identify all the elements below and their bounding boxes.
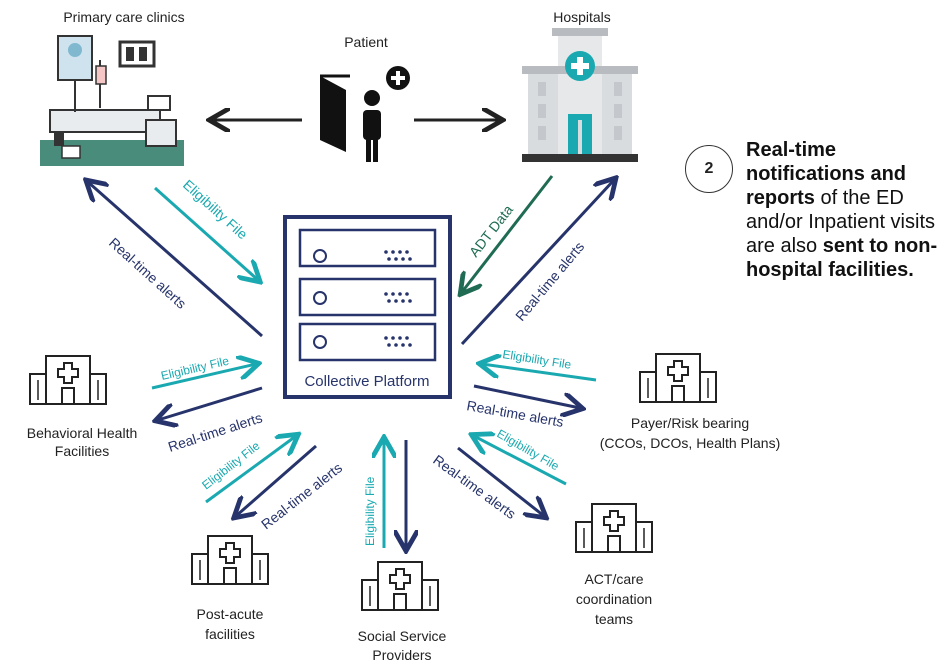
social-label-1: Social Service (358, 628, 447, 644)
payer-eligibility-arrow (482, 364, 597, 382)
payer-alerts-arrow (473, 384, 580, 408)
payer-label-1: Payer/Risk bearing (631, 415, 749, 431)
post-acute-label-2: facilities (205, 626, 255, 642)
behavioral-alerts-arrow (158, 386, 263, 420)
hospital-building-icon (522, 28, 638, 162)
facility-building-icon (361, 561, 439, 611)
clinic-eligibility-label: Eligibility File (180, 176, 251, 242)
platform-label: Collective Platform (304, 373, 429, 390)
post-acute-eligibility-arrow (205, 436, 296, 504)
patient-label: Patient (344, 34, 388, 50)
behavioral-label-2: Facilities (55, 443, 109, 459)
act-eligibility-arrow (474, 436, 567, 486)
callout-bold-1: Real-time notifications and reports (746, 139, 906, 209)
facility-building-icon (191, 535, 269, 585)
facility-building-icon (639, 353, 717, 403)
hospital-adt-arrow (462, 175, 554, 292)
patient-door-icon (320, 66, 410, 162)
social-label-2: Providers (372, 647, 431, 663)
act-label-3: teams (595, 611, 633, 627)
social-eligibility-label: Eligibility File (363, 476, 377, 546)
behavioral-label-1: Behavioral Health (27, 425, 138, 441)
act-alerts-arrow (457, 446, 544, 516)
server-rack-icon: Collective Platform (283, 215, 452, 399)
post-acute-alerts-arrow (236, 444, 317, 516)
hospitals-label: Hospitals (553, 9, 611, 25)
act-label-2: coordination (576, 591, 652, 607)
post-acute-alerts-label: Real-time alerts (258, 459, 345, 532)
callout-plain: of the ED and/or Inpatient visits are al… (746, 187, 935, 257)
hospital-alerts-arrow (460, 180, 614, 346)
callout-bold-2: sent to non-hospital facilities. (746, 235, 938, 281)
facility-building-icon (575, 503, 653, 553)
clinic-eligibility-arrow (154, 186, 258, 280)
post-acute-label-1: Post-acute (197, 606, 264, 622)
act-label-1: ACT/care (584, 571, 643, 587)
clinic-illustration-icon (40, 35, 184, 166)
payer-label-2: (CCOs, DCOs, Health Plans) (600, 435, 780, 451)
clinic-alerts-label: Real-time alerts (106, 234, 190, 311)
primary-care-label: Primary care clinics (63, 9, 184, 25)
callout-text: Real-time notifications and reports of t… (746, 138, 942, 282)
facility-building-icon (29, 355, 107, 405)
clinic-alerts-arrow (88, 182, 263, 338)
step-badge: 2 (685, 145, 733, 193)
behavioral-eligibility-arrow (151, 364, 256, 390)
act-eligibility-label: Eligibility File (495, 426, 562, 473)
